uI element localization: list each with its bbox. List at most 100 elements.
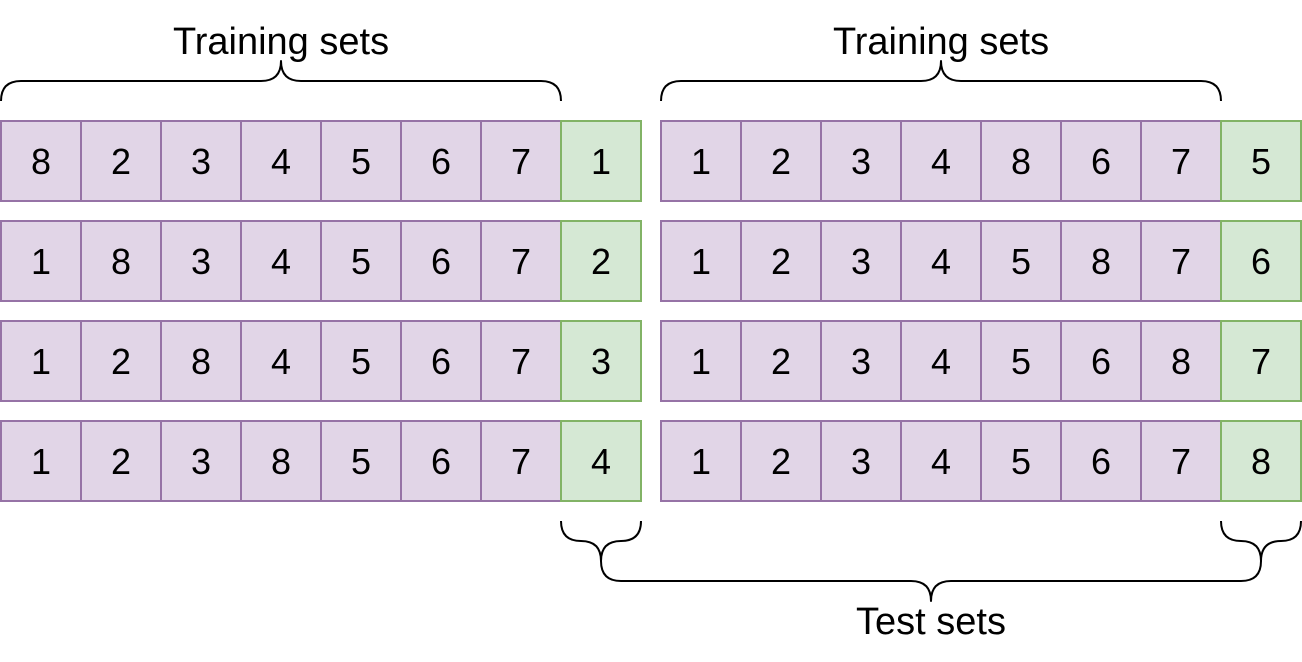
- fold-number: 1: [591, 141, 611, 182]
- fold-number: 8: [111, 241, 131, 282]
- fold-number: 6: [1251, 241, 1271, 282]
- training-fold-cell: [80, 220, 162, 302]
- training-fold-cell: [80, 320, 162, 402]
- fold-number: 1: [691, 441, 711, 482]
- fold-number: 4: [271, 141, 291, 182]
- fold-number: 4: [931, 441, 951, 482]
- fold-number: 3: [191, 441, 211, 482]
- test-fold-cell: [1220, 420, 1302, 502]
- training-fold-cell: [240, 420, 322, 502]
- fold-row: 8 2 3 4 5 6 7 1: [0, 120, 642, 202]
- training-brace-right: [660, 60, 1222, 102]
- fold-number: 6: [1091, 441, 1111, 482]
- training-fold-cell: [660, 220, 742, 302]
- fold-number: 7: [1171, 141, 1191, 182]
- training-fold-cell: [1060, 120, 1142, 202]
- test-fold-cell: [560, 220, 642, 302]
- training-fold-cell: [480, 420, 562, 502]
- training-fold-cell: [740, 120, 822, 202]
- training-fold-cell: [320, 220, 402, 302]
- training-fold-cell: [980, 220, 1062, 302]
- fold-number: 5: [351, 141, 371, 182]
- test-fold-cell: [560, 420, 642, 502]
- fold-number: 5: [351, 241, 371, 282]
- fold-number: 5: [351, 441, 371, 482]
- fold-number: 8: [1171, 341, 1191, 382]
- fold-number: 3: [591, 341, 611, 382]
- fold-number: 7: [511, 441, 531, 482]
- training-fold-cell: [400, 120, 482, 202]
- training-fold-cell: [980, 420, 1062, 502]
- fold-number: 6: [431, 441, 451, 482]
- training-fold-cell: [660, 320, 742, 402]
- training-fold-cell: [740, 220, 822, 302]
- fold-number: 2: [771, 241, 791, 282]
- training-fold-cell: [1060, 420, 1142, 502]
- training-fold-cell: [480, 320, 562, 402]
- fold-number: 1: [31, 441, 51, 482]
- test-brace-right: [1220, 520, 1302, 562]
- fold-number: 6: [431, 341, 451, 382]
- training-fold-cell: [160, 320, 242, 402]
- fold-number: 1: [31, 241, 51, 282]
- training-fold-cell: [0, 120, 82, 202]
- fold-number: 5: [351, 341, 371, 382]
- test-fold-cell: [1220, 320, 1302, 402]
- training-fold-cell: [240, 320, 322, 402]
- test-brace-combined: [600, 560, 1262, 602]
- fold-number: 3: [851, 241, 871, 282]
- fold-number: 8: [191, 341, 211, 382]
- fold-number: 4: [931, 241, 951, 282]
- fold-number: 1: [31, 341, 51, 382]
- fold-number: 4: [931, 141, 951, 182]
- test-brace-left: [560, 520, 642, 562]
- fold-number: 3: [851, 141, 871, 182]
- fold-number: 8: [271, 441, 291, 482]
- training-fold-cell: [480, 120, 562, 202]
- training-fold-cell: [820, 420, 902, 502]
- training-fold-cell: [1140, 220, 1222, 302]
- fold-number: 5: [1011, 241, 1031, 282]
- fold-number: 5: [1251, 141, 1271, 182]
- fold-number: 3: [851, 441, 871, 482]
- fold-number: 6: [1091, 341, 1111, 382]
- fold-number: 2: [111, 441, 131, 482]
- fold-number: 8: [1091, 241, 1111, 282]
- fold-number: 6: [431, 141, 451, 182]
- fold-number: 3: [191, 141, 211, 182]
- training-fold-cell: [1060, 220, 1142, 302]
- training-fold-cell: [820, 120, 902, 202]
- training-fold-cell: [1140, 320, 1222, 402]
- fold-number: 2: [591, 241, 611, 282]
- training-sets-label-right: Training sets: [833, 21, 1049, 63]
- fold-number: 2: [111, 341, 131, 382]
- fold-number: 2: [771, 341, 791, 382]
- fold-number: 1: [691, 241, 711, 282]
- training-fold-cell: [160, 120, 242, 202]
- training-fold-cell: [660, 420, 742, 502]
- fold-number: 6: [431, 241, 451, 282]
- fold-number: 8: [31, 141, 51, 182]
- training-fold-cell: [980, 320, 1062, 402]
- fold-number: 4: [931, 341, 951, 382]
- training-fold-cell: [900, 120, 982, 202]
- fold-number: 2: [111, 141, 131, 182]
- fold-number: 8: [1011, 141, 1031, 182]
- training-fold-cell: [80, 120, 162, 202]
- training-fold-cell: [980, 120, 1062, 202]
- fold-number: 7: [511, 141, 531, 182]
- training-fold-cell: [0, 320, 82, 402]
- training-fold-cell: [900, 420, 982, 502]
- training-brace-left: [0, 60, 562, 102]
- fold-number: 7: [1251, 341, 1271, 382]
- fold-number: 7: [511, 241, 531, 282]
